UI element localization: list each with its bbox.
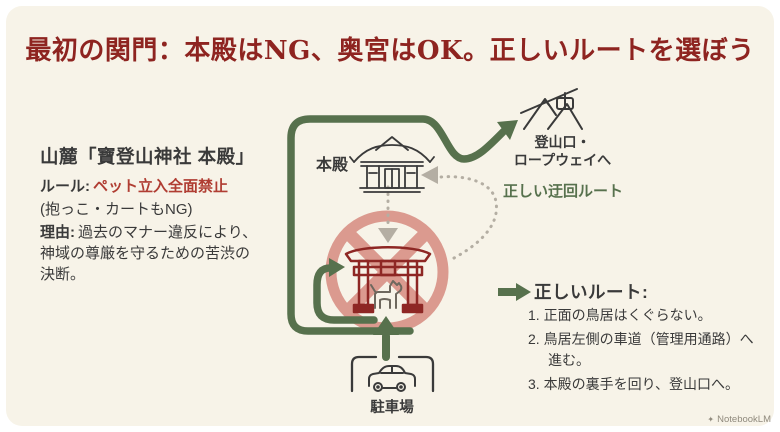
blocked-arrowhead-left bbox=[421, 166, 438, 184]
route-list: 1. 正面の鳥居はくぐらない。 2. 鳥居左側の車道（管理用通路）へ進む。 3.… bbox=[528, 305, 760, 397]
rule-value: ペット立入全面禁止 bbox=[93, 178, 229, 195]
watermark: ✦ NotebookLM bbox=[707, 414, 771, 425]
reason-text: 過去のマナー違反により、神域の尊厳を守るための苦渋の決断。 bbox=[40, 224, 258, 283]
parking-label: 駐車場 bbox=[370, 400, 414, 416]
route-step-2: 2. 鳥居左側の車道（管理用通路）へ進む。 bbox=[528, 330, 754, 369]
honden-label: 本殿 bbox=[316, 157, 349, 174]
blocked-path-dotted bbox=[386, 175, 498, 260]
shrine-name-heading: 山麓「寶登山神社 本殿」 bbox=[40, 146, 255, 167]
correct-route-path bbox=[287, 115, 508, 361]
inner-turn-arrow bbox=[313, 264, 378, 324]
detour-arrowhead bbox=[497, 120, 518, 140]
mountain-ropeway-icon bbox=[520, 88, 583, 130]
blocked-arrowhead-down bbox=[378, 228, 398, 243]
dog-icon bbox=[370, 280, 403, 309]
detour-route-label: 正しい迂回ルート bbox=[503, 183, 624, 200]
inner-turn-arrowhead bbox=[329, 258, 345, 277]
reason-line: 理由:過去のマナー違反により、神域の尊厳を守るための苦渋の決断。 bbox=[40, 222, 262, 285]
route-step-1: 1. 正面の鳥居はくぐらない。 bbox=[528, 307, 712, 323]
route-list-arrow-icon bbox=[498, 283, 531, 301]
rule-info-panel: 山麓「寶登山神社 本殿」 ルール:ペット立入全面禁止 (抱っこ・カートもNG) … bbox=[40, 146, 262, 287]
main-shrine-icon bbox=[349, 136, 435, 193]
rule-line: ルール:ペット立入全面禁止 bbox=[40, 176, 262, 197]
trailhead-label: 登山口・ ロープウェイへ bbox=[500, 133, 625, 169]
trailhead-label-line1: 登山口・ bbox=[534, 134, 591, 150]
car-icon bbox=[368, 365, 416, 392]
route-step-3: 3. 本殿の裏手を回り、登山口へ。 bbox=[528, 375, 740, 392]
rule-note: (抱っこ・カートもNG) bbox=[40, 201, 193, 218]
watermark-text: NotebookLM bbox=[717, 414, 771, 425]
approach-arrowhead bbox=[373, 316, 399, 335]
route-list-heading: 正しいルート: bbox=[534, 282, 649, 302]
torii-icon bbox=[344, 246, 432, 314]
notebooklm-logo-icon: ✦ bbox=[707, 415, 715, 424]
trailhead-label-line2: ロープウェイへ bbox=[513, 152, 612, 168]
rule-label: ルール: bbox=[40, 178, 90, 195]
slide-title: 最初の関門：本殿はNG、奥宮はOK。正しいルートを選ぼう bbox=[25, 36, 755, 66]
parking-area-outline bbox=[350, 355, 435, 393]
reason-label: 理由: bbox=[40, 224, 75, 241]
